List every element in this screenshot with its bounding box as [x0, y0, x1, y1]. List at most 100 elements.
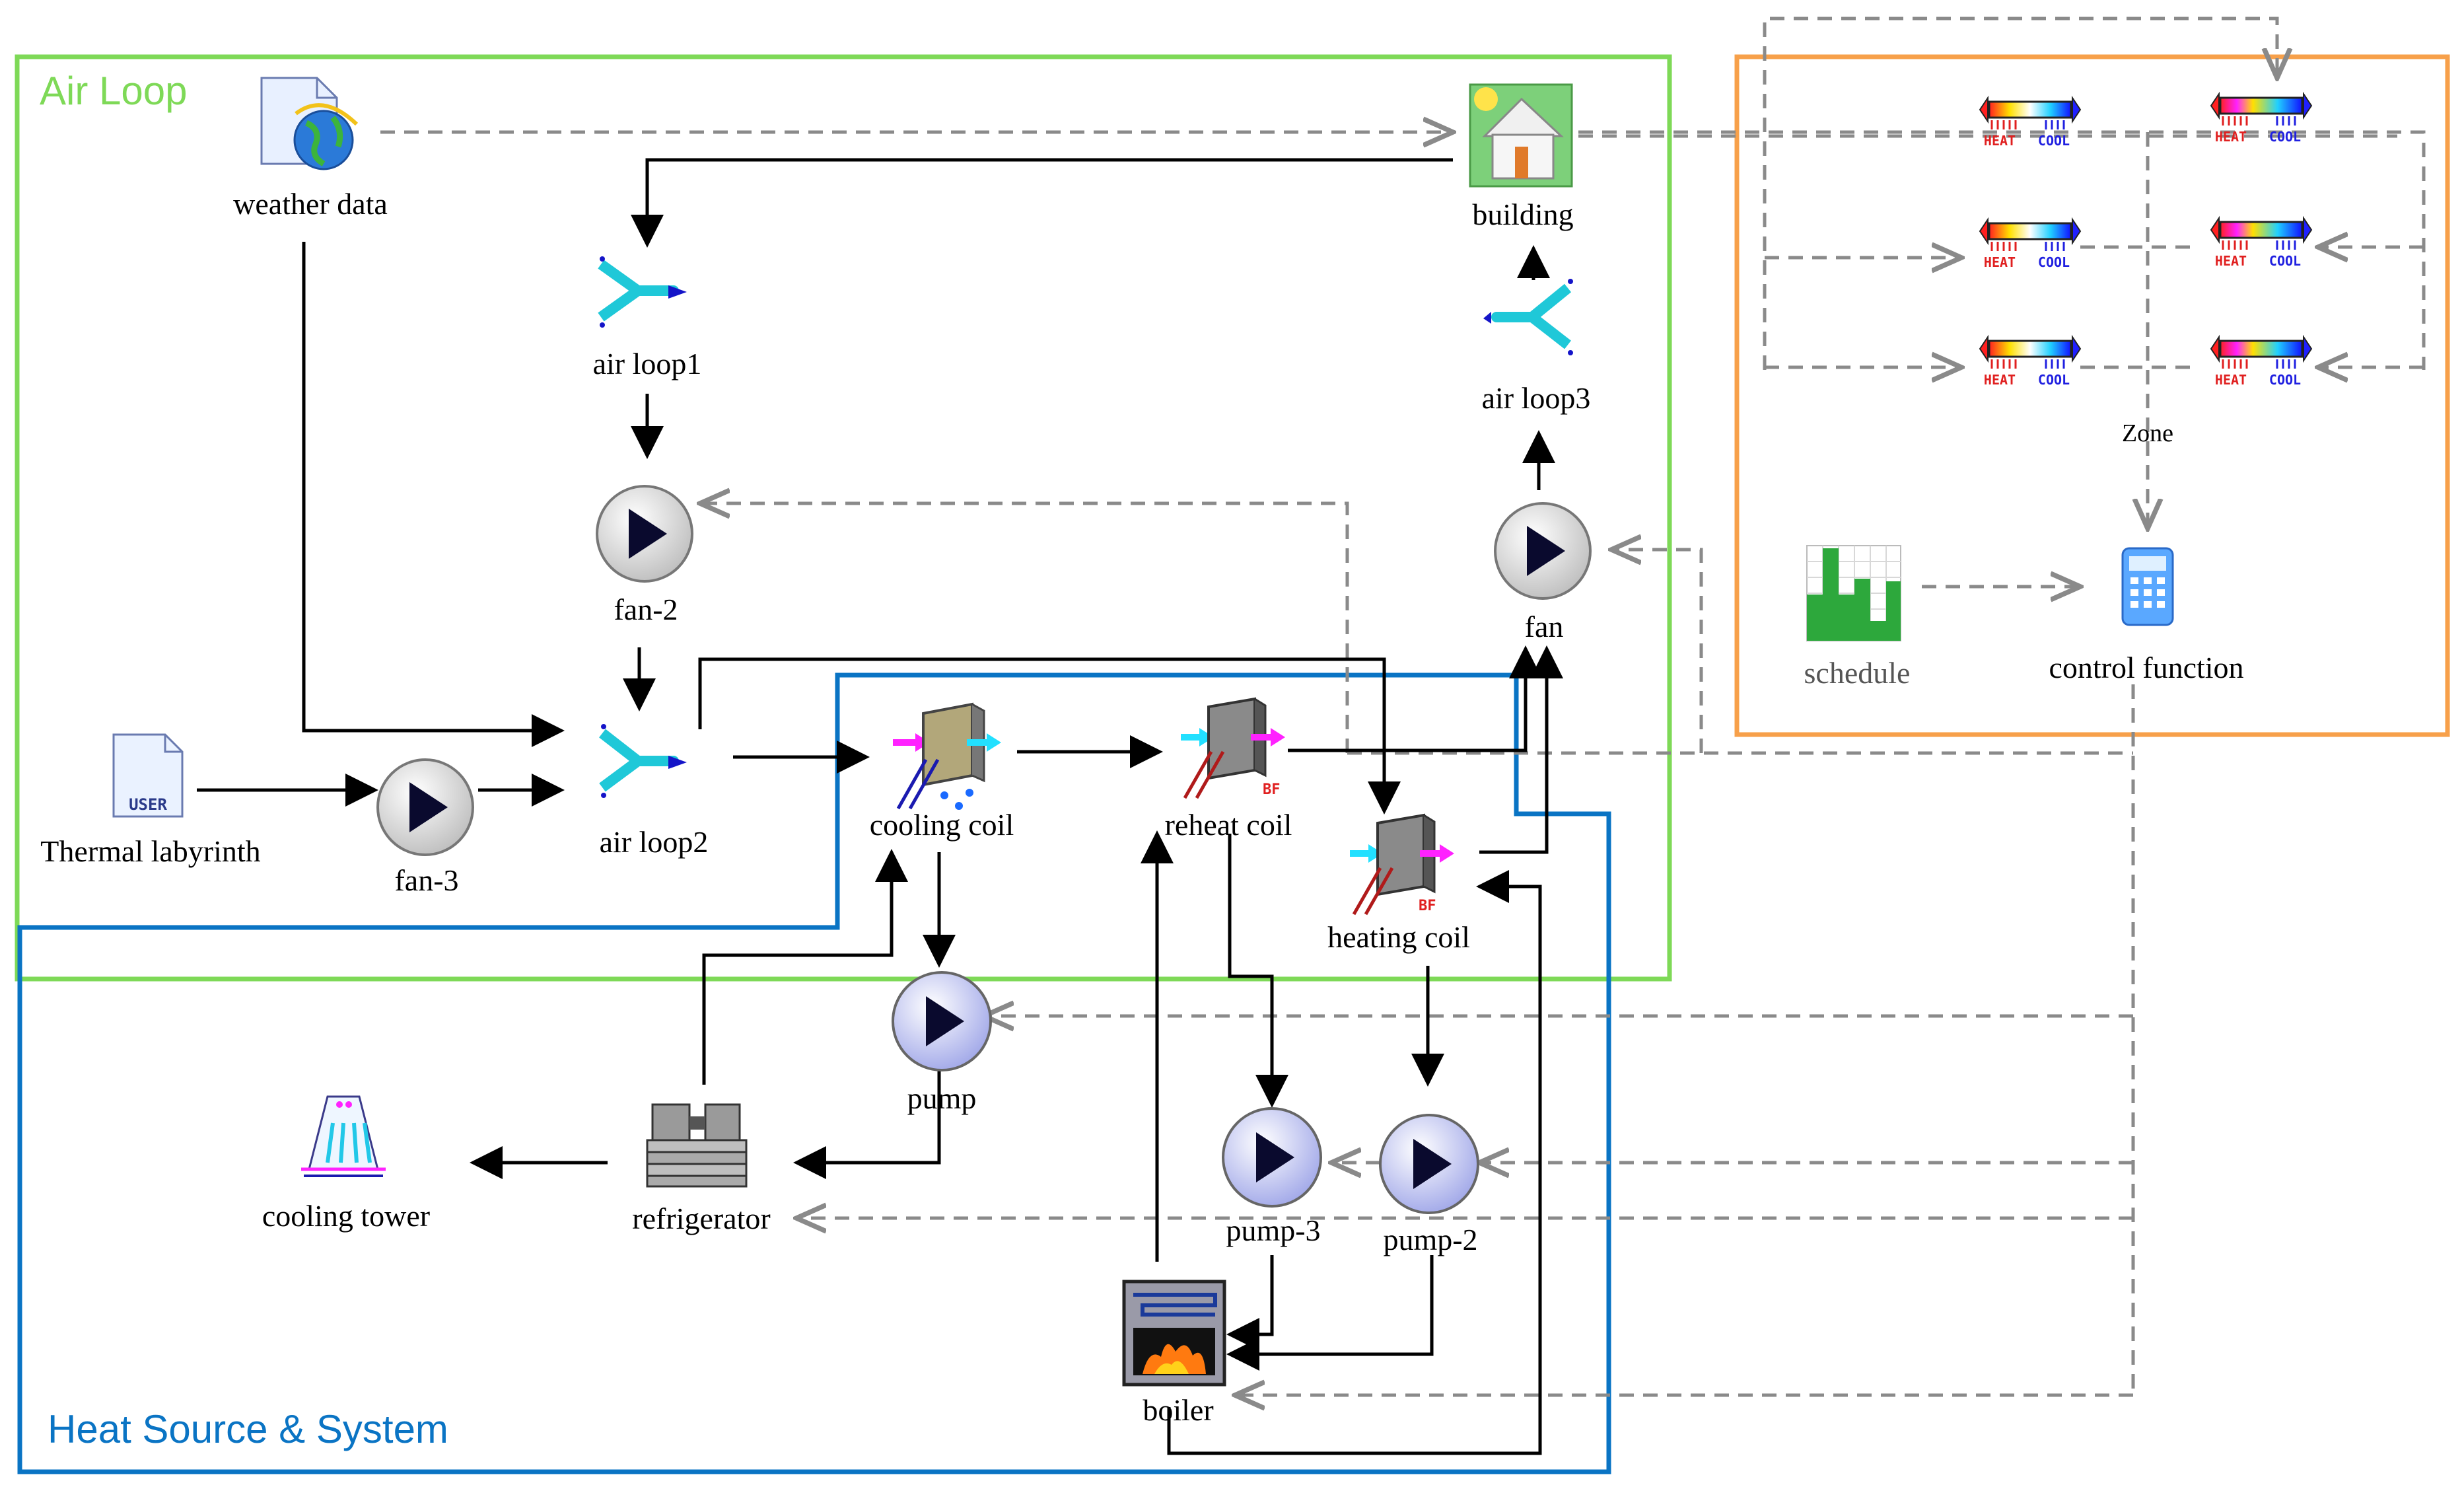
- pump-play-icon: [1379, 1114, 1479, 1214]
- coil-icon: [893, 702, 1001, 810]
- zone-thermostat-1[interactable]: HEAT COOL: [1979, 95, 2082, 149]
- zone-cool-text: COOL: [2038, 133, 2070, 149]
- heat-source-box: [17, 672, 1611, 1474]
- thermal-labyrinth-label: Thermal labyrinth: [40, 834, 260, 868]
- heating-coil-node[interactable]: BF heating coil: [1327, 813, 1470, 954]
- flow-boiler-to-heatingcoil: [1167, 870, 1542, 1455]
- pump-3-node[interactable]: pump-3: [1222, 1107, 1322, 1247]
- air-loop2-label: air loop2: [600, 825, 709, 859]
- svg-text:BF: BF: [1419, 898, 1436, 914]
- control-signal-lines: [380, 17, 2426, 1395]
- schedule-label: schedule: [1804, 656, 1911, 690]
- zone-heat-text: HEAT: [1984, 254, 2016, 270]
- process-flow-lines: [197, 158, 1563, 1455]
- ctrl-building-to-zones: [1578, 130, 2426, 370]
- ctrl-to-fan: [1611, 550, 1703, 753]
- fan-3-label: fan-3: [394, 863, 458, 897]
- zone-heat-text: HEAT: [1984, 133, 2016, 149]
- ctrl-top-loop: [1763, 17, 2277, 370]
- heating-coil-label: heating coil: [1327, 920, 1470, 954]
- cooling-tower-label: cooling tower: [262, 1199, 430, 1233]
- air-loop1-label: air loop1: [593, 347, 702, 380]
- air-loop3-node[interactable]: air loop3: [1482, 279, 1591, 415]
- air-loop2-node[interactable]: air loop2: [599, 724, 709, 859]
- house-icon: [1469, 83, 1573, 188]
- zone-cool-text: COOL: [2038, 254, 2070, 270]
- heat-source-label: Heat Source & System: [48, 1407, 448, 1451]
- coil-icon: BF: [1181, 697, 1285, 799]
- svg-text:USER: USER: [129, 795, 167, 814]
- pump-play-icon: [1222, 1107, 1322, 1208]
- thermal-labyrinth-node[interactable]: USER Thermal labyrinth: [40, 733, 261, 868]
- zone-cool-text: COOL: [2269, 129, 2301, 145]
- air-loop-box: [15, 54, 1672, 982]
- zone-thermostat-6[interactable]: HEAT COOL: [2210, 334, 2313, 388]
- fan-2-label: fan-2: [614, 593, 678, 626]
- zone-heat-text: HEAT: [2215, 253, 2247, 269]
- cooling-coil-label: cooling coil: [870, 808, 1014, 842]
- pump-play-icon: [892, 971, 992, 1071]
- air-splitter-icon: [1483, 279, 1573, 355]
- building-node[interactable]: building: [1469, 83, 1574, 231]
- pump-node[interactable]: pump: [892, 971, 992, 1115]
- zone-widgets: HEAT COOL HEAT COOL HEAT COOL HEAT COOL HEAT COOL…: [1979, 91, 2313, 388]
- flow-reheat-to-pump3: [1228, 834, 1288, 1108]
- air-loop3-label: air loop3: [1482, 381, 1591, 415]
- control-function-label: control function: [2049, 651, 2243, 684]
- fan-3-node[interactable]: fan-3: [376, 758, 474, 897]
- pump-2-node[interactable]: pump-2: [1379, 1114, 1479, 1256]
- pump-3-label: pump-3: [1226, 1213, 1320, 1247]
- refrigerator-node[interactable]: refrigerator: [632, 1103, 771, 1235]
- air-splitter-icon: [599, 724, 687, 798]
- zone-thermostat-5[interactable]: HEAT COOL: [1979, 334, 2082, 388]
- fan-2-node[interactable]: fan-2: [596, 485, 693, 626]
- controls-box: [1734, 54, 2450, 737]
- reheat-coil-label: reheat coil: [1165, 808, 1292, 842]
- fan-play-icon: [596, 485, 693, 583]
- fan-node[interactable]: fan: [1494, 502, 1592, 643]
- flow-heatingcoil-to-fan: [1479, 645, 1563, 854]
- fan-play-icon: [376, 758, 474, 856]
- zone-cool-text: COOL: [2038, 372, 2070, 388]
- calculator-icon: [2121, 547, 2174, 626]
- zone-heat-text: HEAT: [1984, 372, 2016, 388]
- cooling-tower-node[interactable]: cooling tower: [262, 1095, 430, 1233]
- ctrl-to-fan2: [700, 503, 1349, 753]
- weather-data-node[interactable]: weather data: [233, 77, 388, 221]
- chiller-icon: [646, 1103, 748, 1188]
- cooling-coil-node[interactable]: cooling coil: [870, 702, 1014, 842]
- coil-icon: BF: [1350, 813, 1454, 916]
- zone-cool-text: COOL: [2269, 253, 2301, 269]
- pump-2-label: pump-2: [1383, 1223, 1477, 1256]
- pump-label: pump: [907, 1081, 977, 1115]
- reheat-coil-node[interactable]: BF reheat coil: [1165, 697, 1292, 842]
- fan-label: fan: [1525, 610, 1564, 643]
- boiler-node[interactable]: boiler: [1122, 1280, 1226, 1427]
- zone-label: Zone: [2122, 419, 2173, 447]
- zone-thermostat-2[interactable]: HEAT COOL: [2210, 91, 2313, 145]
- zone-cool-text: COOL: [2269, 372, 2301, 388]
- flow-reheat-to-fan: [1288, 645, 1542, 752]
- zone-thermostat-4[interactable]: HEAT COOL: [2210, 215, 2313, 269]
- control-function-node[interactable]: control function: [2049, 547, 2244, 684]
- flow-weather-to-airloop2: [302, 242, 565, 747]
- flow-building-to-airloop1: [631, 158, 1453, 248]
- air-loop-label: Air Loop: [40, 69, 187, 113]
- zone-heat-text: HEAT: [2215, 129, 2247, 145]
- flow-pump3-to-boiler: [1226, 1255, 1274, 1351]
- air-loop1-node[interactable]: air loop1: [593, 256, 702, 380]
- boiler-label: boiler: [1143, 1393, 1213, 1427]
- air-splitter-icon: [598, 256, 687, 328]
- user-file-icon: USER: [112, 733, 184, 818]
- schedule-bars-icon: [1806, 545, 1901, 641]
- zone-thermostat-3[interactable]: HEAT COOL: [1979, 217, 2082, 270]
- refrigerator-label: refrigerator: [632, 1202, 770, 1235]
- flow-pump-to-refrigerator: [793, 1070, 941, 1179]
- flow-pump2-to-boiler: [1226, 1255, 1434, 1371]
- zone-heat-text: HEAT: [2215, 372, 2247, 388]
- svg-text:BF: BF: [1263, 781, 1281, 798]
- flow-refrigerator-to-coolingcoil: [702, 849, 908, 1085]
- building-label: building: [1472, 198, 1573, 231]
- schedule-node[interactable]: schedule: [1804, 545, 1911, 690]
